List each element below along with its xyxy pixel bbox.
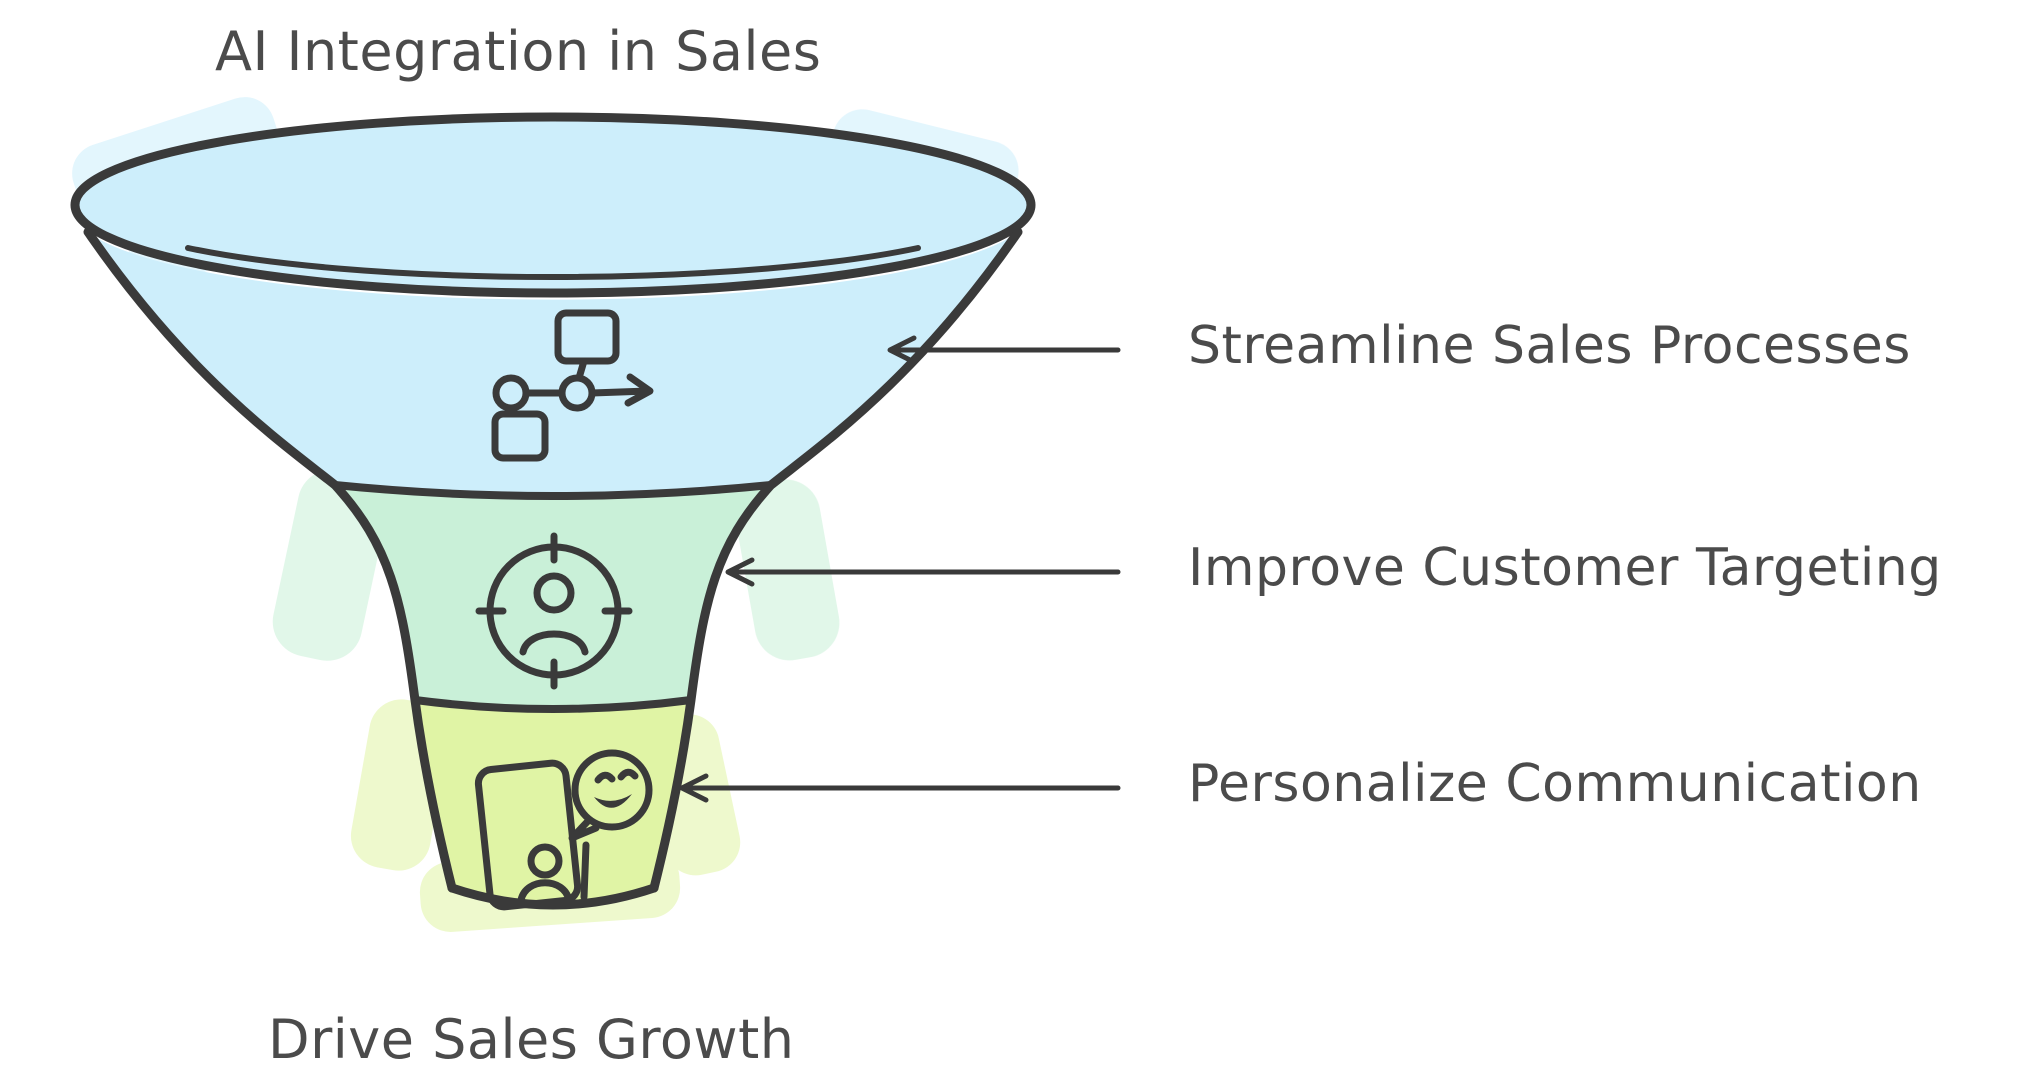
stage-2-3-divider [411, 696, 695, 713]
funnel-outline [70, 112, 1036, 910]
diagram-title: AI Integration in Sales [215, 20, 822, 83]
stage-2-region [335, 485, 771, 709]
connector-arrows [679, 335, 1121, 803]
funnel-rim-inner-line [185, 245, 921, 281]
stage-icons [474, 309, 654, 911]
arrow-targeting [725, 557, 1121, 587]
stage-1-2-divider [331, 481, 775, 500]
arrow-personalize [679, 773, 1121, 803]
diagram-footer: Drive Sales Growth [268, 1008, 795, 1071]
funnel-rim-outline [70, 112, 1036, 298]
stage-1-region [88, 232, 1018, 496]
funnel-bottom-edge [447, 883, 659, 910]
stage-2-label: Improve Customer Targeting [1188, 538, 1942, 598]
funnel-left-side [83, 227, 457, 893]
flowchart-icon [491, 309, 654, 462]
funnel-right-side [649, 227, 1023, 893]
stage-3-label: Personalize Communication [1188, 754, 1922, 814]
arrow-streamline [887, 335, 1121, 365]
target-customer-icon [475, 532, 633, 690]
stage-1-rim-fill [75, 117, 1031, 293]
stage-1-label: Streamline Sales Processes [1188, 316, 1911, 376]
